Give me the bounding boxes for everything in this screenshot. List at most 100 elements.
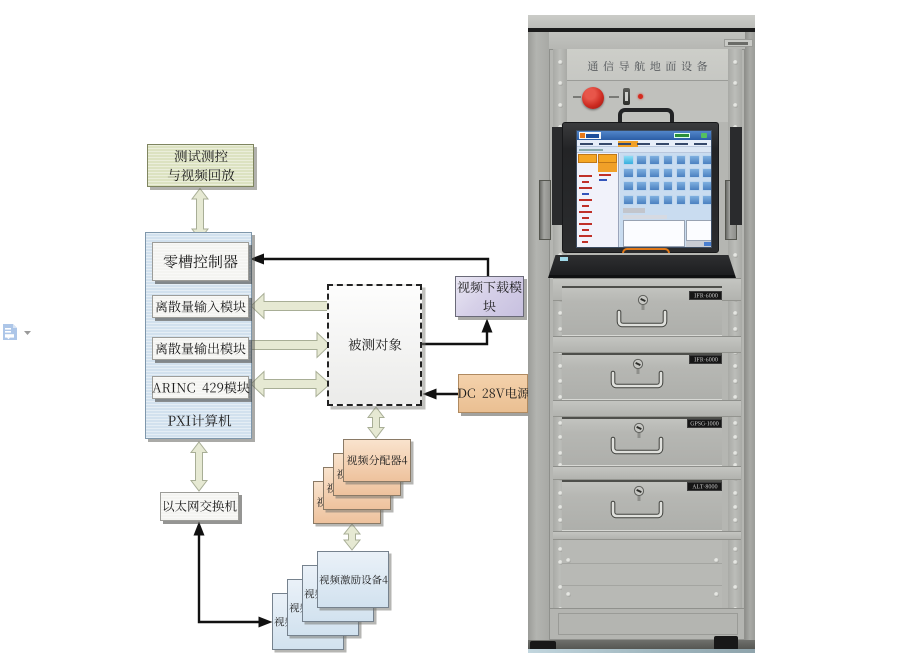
- app-toolbar: [577, 147, 711, 153]
- screw-icon: [732, 81, 738, 86]
- tree-row[interactable]: [582, 229, 589, 231]
- screen-button[interactable]: [702, 155, 711, 165]
- tree-sel-block[interactable]: [598, 163, 617, 172]
- screen-button[interactable]: [636, 155, 647, 165]
- tree-row[interactable]: [582, 205, 589, 207]
- node-video-download-label: [457, 278, 522, 316]
- drawer-handle[interactable]: [610, 370, 664, 389]
- module-discrete-out-label: [155, 340, 246, 358]
- screw-icon: [557, 327, 563, 332]
- titlebar-battery-icon: [674, 133, 690, 138]
- screen-button[interactable]: [662, 181, 674, 192]
- screen-button[interactable]: [623, 194, 634, 205]
- node-dut-label: [347, 336, 402, 354]
- screen-button[interactable]: [689, 155, 700, 165]
- margin-style-widget[interactable]: [2, 324, 32, 342]
- screen-button[interactable]: [702, 194, 711, 205]
- tree-row[interactable]: [579, 223, 592, 225]
- tree-row[interactable]: [582, 181, 589, 183]
- glyph-text-svg: [691, 484, 717, 489]
- badge-text-mark: [728, 42, 748, 45]
- node-pxi-chassis: [145, 232, 252, 439]
- tree-row[interactable]: [579, 187, 592, 189]
- screen-button[interactable]: [675, 168, 687, 179]
- left-fold-handle: [539, 180, 551, 240]
- screw-icon: [732, 364, 738, 369]
- menu-item[interactable]: [656, 142, 669, 145]
- screen-button[interactable]: [636, 194, 647, 205]
- glyph-text-svg: [690, 421, 719, 426]
- screen-button[interactable]: [689, 194, 700, 205]
- screw-icon: [732, 518, 738, 523]
- screw-icon: [557, 379, 563, 384]
- screen-button[interactable]: [702, 181, 711, 192]
- screen-button[interactable]: [649, 181, 660, 192]
- menu-item[interactable]: [694, 142, 707, 145]
- tree-row[interactable]: [579, 235, 592, 237]
- screen-button-active[interactable]: [623, 155, 634, 165]
- node-video-stimulus-1: [317, 551, 389, 608]
- line-vdl-slot0: [262, 257, 490, 277]
- line-eth-stim: [197, 533, 262, 624]
- screen-button[interactable]: [649, 194, 660, 205]
- tree-header-2[interactable]: [598, 154, 617, 163]
- screen-button[interactable]: [662, 194, 674, 205]
- tree-row[interactable]: [582, 241, 588, 243]
- module-slot0-label: [163, 252, 238, 272]
- arrow-dut-dist: [366, 406, 386, 439]
- screen-button[interactable]: [662, 155, 674, 165]
- screen-button[interactable]: [702, 168, 711, 179]
- drawer-handle[interactable]: [610, 500, 664, 519]
- screw-icon: [566, 592, 571, 597]
- screen-button[interactable]: [675, 181, 687, 192]
- screen-button[interactable]: [649, 155, 660, 165]
- menu-item[interactable]: [637, 142, 650, 145]
- screen-button[interactable]: [689, 168, 700, 179]
- screw-icon: [732, 60, 738, 65]
- screen-button[interactable]: [623, 168, 634, 179]
- tree-row[interactable]: [599, 174, 611, 176]
- tree-row[interactable]: [579, 175, 592, 177]
- screw-icon: [714, 558, 719, 563]
- drawer-handle[interactable]: [616, 309, 668, 328]
- screen-button[interactable]: [689, 181, 700, 192]
- tree-header-1[interactable]: [578, 154, 597, 163]
- drawer-handle[interactable]: [610, 436, 664, 455]
- tree-row[interactable]: [599, 179, 607, 181]
- menu-item[interactable]: [675, 142, 688, 145]
- menu-item[interactable]: [599, 142, 612, 145]
- brand-badge: [724, 39, 753, 47]
- module-slot0: [152, 242, 249, 281]
- screen-button[interactable]: [675, 194, 687, 205]
- screw-icon: [732, 505, 738, 510]
- power-led: [638, 94, 643, 99]
- screen-button[interactable]: [636, 181, 647, 192]
- app-left-panel: [577, 153, 619, 247]
- drawer-lock: [633, 485, 645, 501]
- tree-row[interactable]: [579, 199, 592, 201]
- tree-row[interactable]: [582, 217, 589, 219]
- screw-icon: [557, 81, 563, 86]
- tree-row[interactable]: [582, 193, 589, 195]
- chevron-down-icon[interactable]: [24, 331, 31, 335]
- screen-button[interactable]: [623, 181, 634, 192]
- tree-row[interactable]: [579, 211, 592, 213]
- screen-button[interactable]: [662, 168, 674, 179]
- menu-item[interactable]: [618, 142, 631, 145]
- drawer-ifr6000-b-text: [693, 356, 718, 363]
- screw-icon: [557, 585, 563, 590]
- keyswitch-caption: [609, 96, 619, 98]
- style-document-icon[interactable]: [2, 324, 32, 342]
- screen-button[interactable]: [675, 155, 687, 165]
- screw-icon: [557, 395, 563, 400]
- screen-button[interactable]: [649, 168, 660, 179]
- menu-item[interactable]: [580, 142, 593, 145]
- screw-icon: [732, 560, 738, 565]
- confirm-button[interactable]: [704, 242, 711, 246]
- screen-button[interactable]: [636, 168, 647, 179]
- equipment-rack-photo: [528, 15, 755, 653]
- glyph-text-svg: [457, 280, 522, 312]
- estop-caption: [573, 96, 581, 98]
- keyboard-tray: [548, 255, 736, 278]
- line-dut-vdl: [422, 330, 489, 346]
